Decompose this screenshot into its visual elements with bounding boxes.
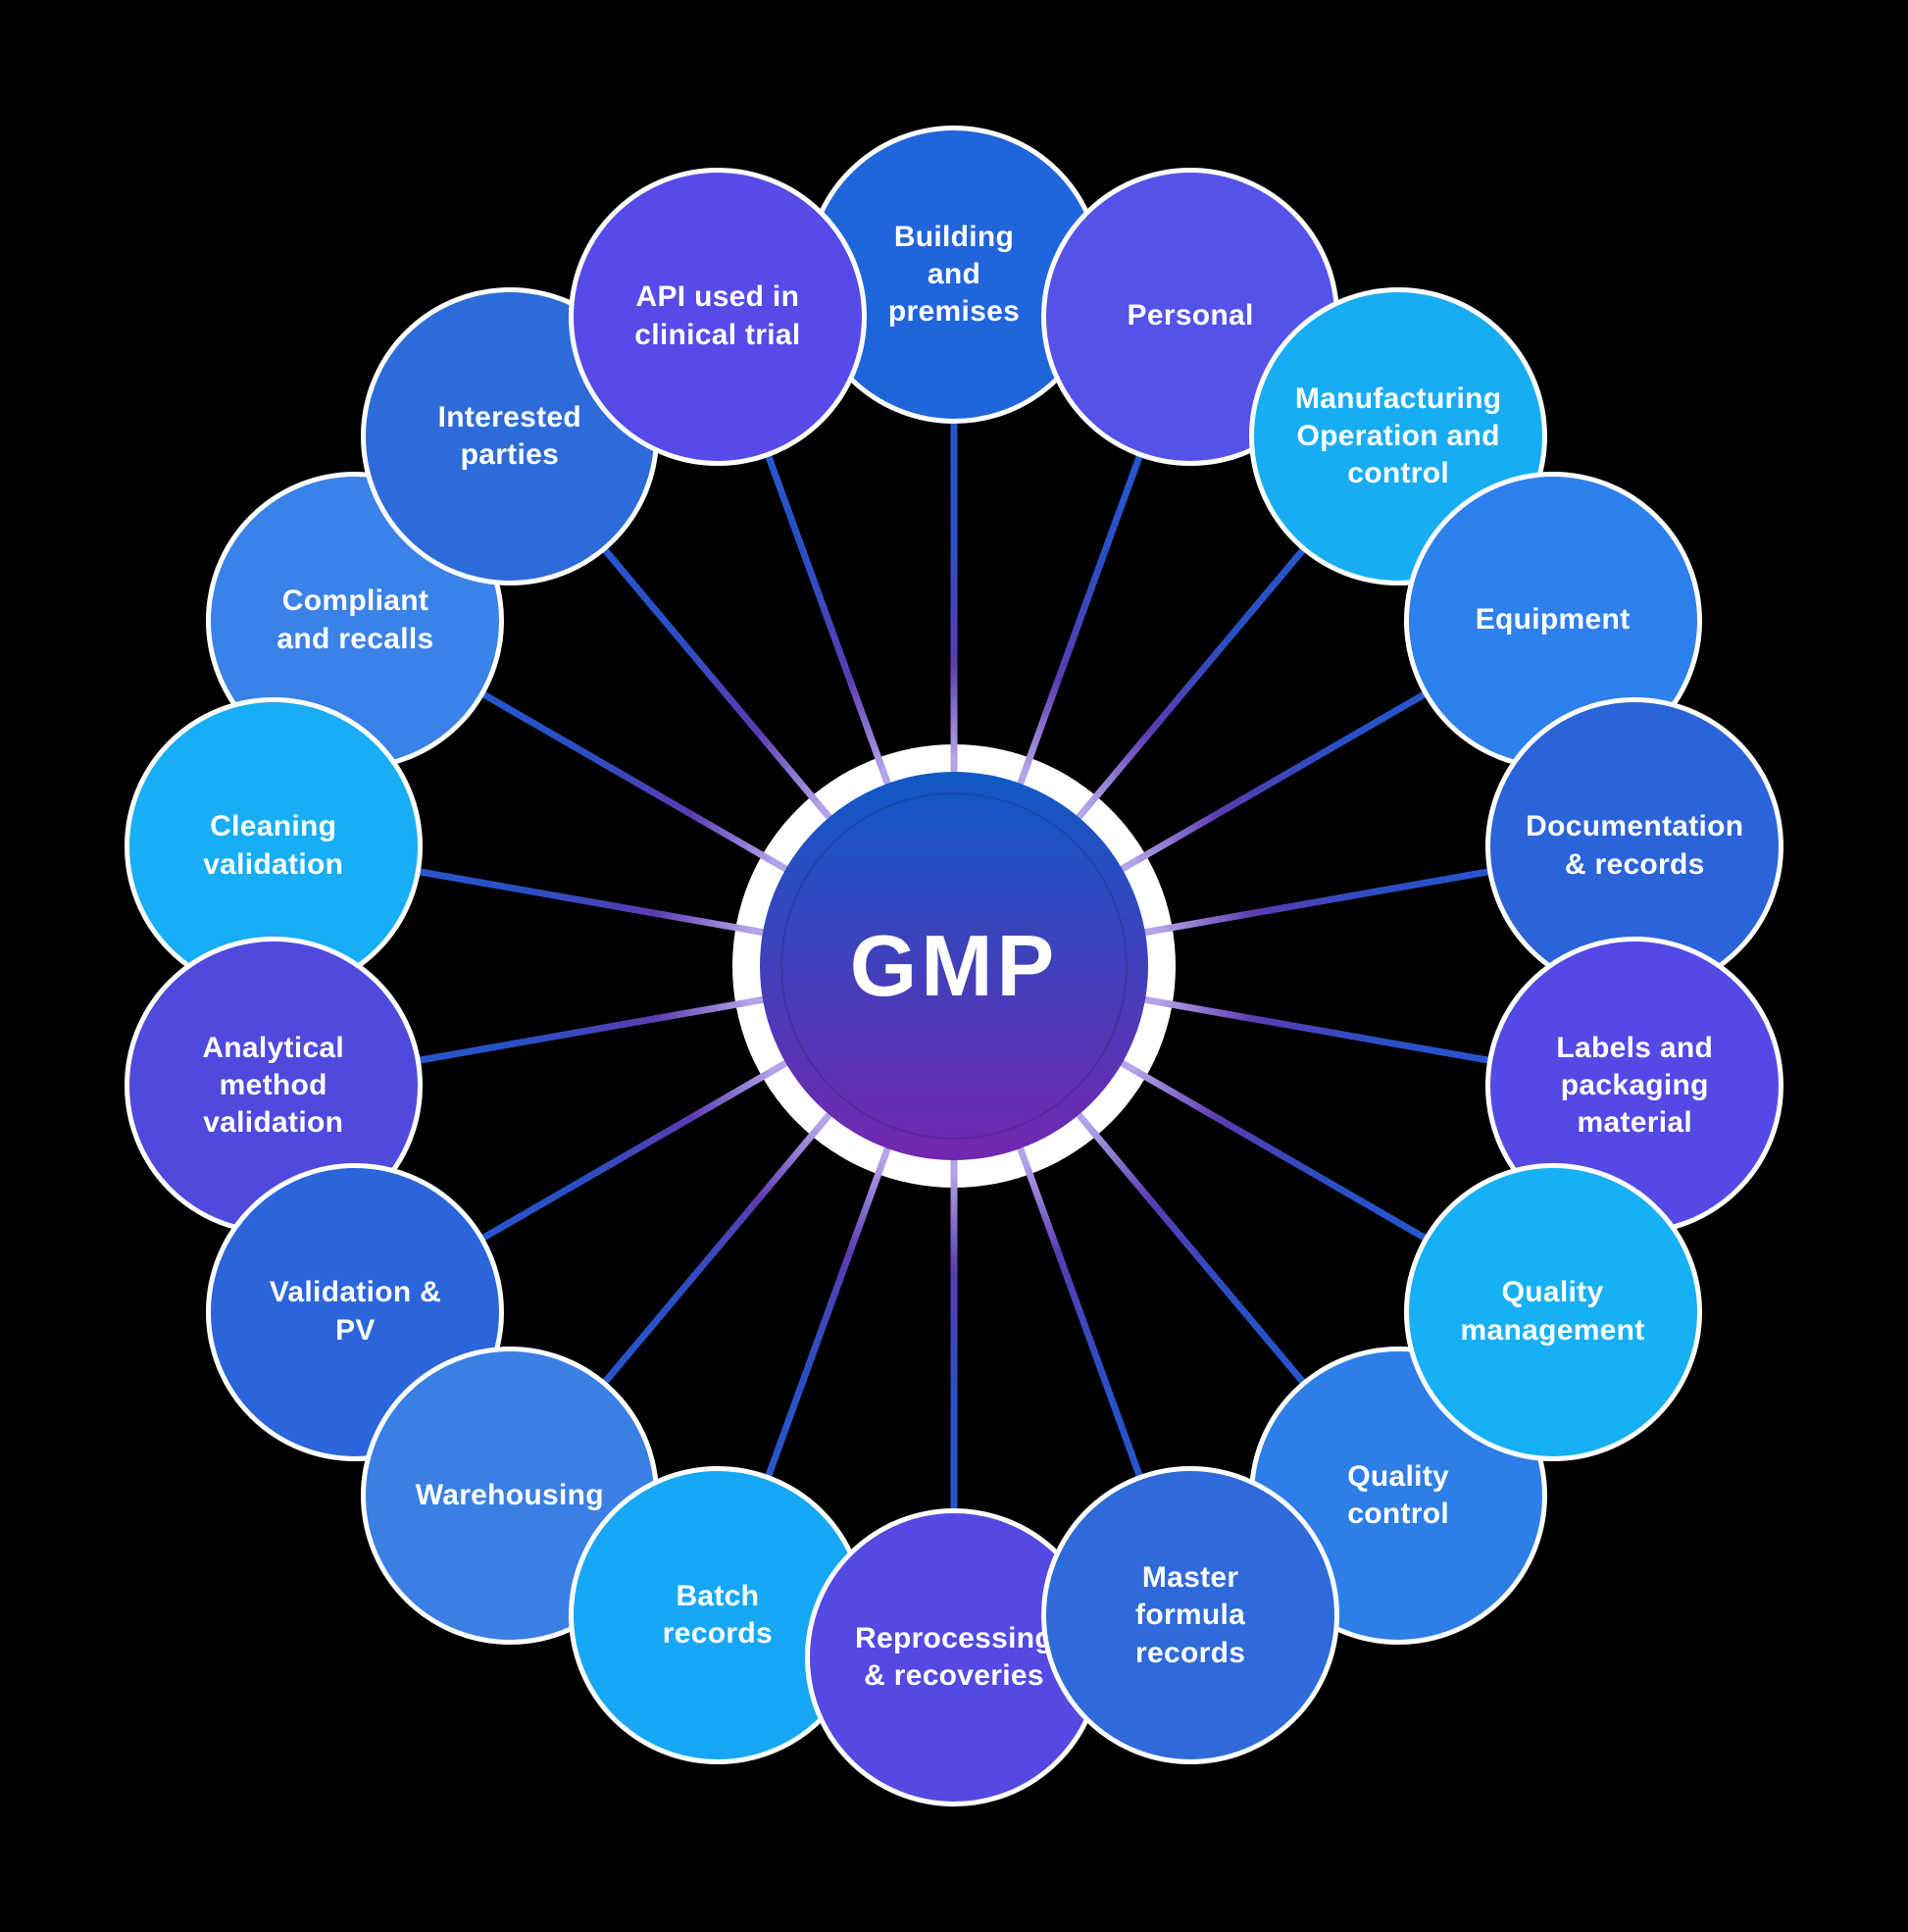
node-label-line: control: [1347, 1498, 1450, 1531]
node-label: Personal: [1046, 297, 1334, 334]
node-label-line: Analytical: [202, 1032, 345, 1065]
node-label-line: parties: [460, 437, 560, 471]
node-label-line: validation: [203, 1106, 344, 1140]
node-label-line: method: [219, 1069, 327, 1102]
node-label: Compliant and recalls: [211, 583, 499, 657]
center-gmp-circle: [760, 772, 1148, 1160]
node-label-line: control: [1347, 456, 1450, 489]
node-label: Batch records: [574, 1578, 862, 1652]
node-label: Master formula records: [1046, 1559, 1334, 1671]
node-label-line: records: [662, 1617, 773, 1651]
node-label-line: Batch: [676, 1580, 760, 1613]
node-label-line: premises: [887, 295, 1021, 329]
node-label-line: Manufacturing: [1294, 381, 1502, 415]
center-gmp-label: GMP: [849, 917, 1059, 1014]
node-label-line: Documentation: [1526, 810, 1744, 843]
node-label: Documentation & records: [1490, 808, 1779, 883]
node-label: Interested parties: [366, 399, 654, 474]
node-label: Warehousing: [366, 1477, 654, 1514]
node-label-line: Interested: [437, 400, 582, 433]
node-label-line: PV: [335, 1313, 376, 1347]
node-label-line: management: [1460, 1313, 1645, 1347]
node-label-line: clinical trial: [634, 318, 801, 351]
node-label-line: Compliant: [281, 585, 429, 618]
node-label: API used in clinical trial: [574, 279, 862, 353]
node-label-line: & recoveries: [864, 1659, 1044, 1692]
node-label: Quality management: [1409, 1274, 1697, 1348]
node-analytical-method-validation: Analytical method validation: [124, 937, 423, 1236]
node-label: Quality control: [1254, 1458, 1542, 1533]
node-label-line: Quality: [1347, 1459, 1450, 1493]
node-label-line: Personal: [1127, 299, 1254, 332]
node-label: Labels and packaging material: [1490, 1030, 1779, 1142]
node-label-line: and: [927, 257, 981, 290]
node-label-line: Cleaning: [210, 810, 337, 843]
node-label-line: Reprocessing: [855, 1621, 1053, 1654]
center-inner-ring: [780, 792, 1128, 1140]
node-label-line: records: [1135, 1636, 1246, 1669]
node-label: Building and premises: [810, 219, 1098, 330]
node-quality-management: Quality management: [1403, 1162, 1702, 1461]
node-label-line: and recalls: [276, 622, 434, 655]
node-label: Reprocessing & recoveries: [810, 1620, 1098, 1695]
node-label-line: formula: [1135, 1599, 1246, 1632]
node-master-formula-records: Master formula records: [1041, 1466, 1340, 1765]
node-label: Equipment: [1409, 601, 1697, 638]
node-label: Cleaning validation: [129, 808, 418, 883]
node-label: Analytical method validation: [129, 1030, 418, 1142]
node-label-line: Labels and: [1556, 1032, 1714, 1065]
node-label-line: validation: [203, 847, 344, 881]
node-label-line: Quality: [1501, 1276, 1604, 1309]
node-documentation-records: Documentation & records: [1485, 696, 1784, 995]
node-label-line: Validation &: [269, 1276, 442, 1309]
node-api-used-in-clinical-trial: API used in clinical trial: [568, 167, 867, 466]
node-label-line: Operation and: [1296, 419, 1500, 452]
node-label-line: Warehousing: [415, 1479, 604, 1511]
node-label-line: packaging: [1560, 1069, 1709, 1102]
node-label-line: & records: [1564, 847, 1705, 881]
node-label-line: material: [1577, 1106, 1693, 1140]
node-label-line: API used in: [635, 280, 800, 314]
node-label-line: Building: [893, 220, 1015, 253]
node-label: Validation & PV: [211, 1274, 499, 1348]
node-label-line: Equipment: [1475, 603, 1631, 636]
node-label-line: Master: [1141, 1561, 1239, 1595]
